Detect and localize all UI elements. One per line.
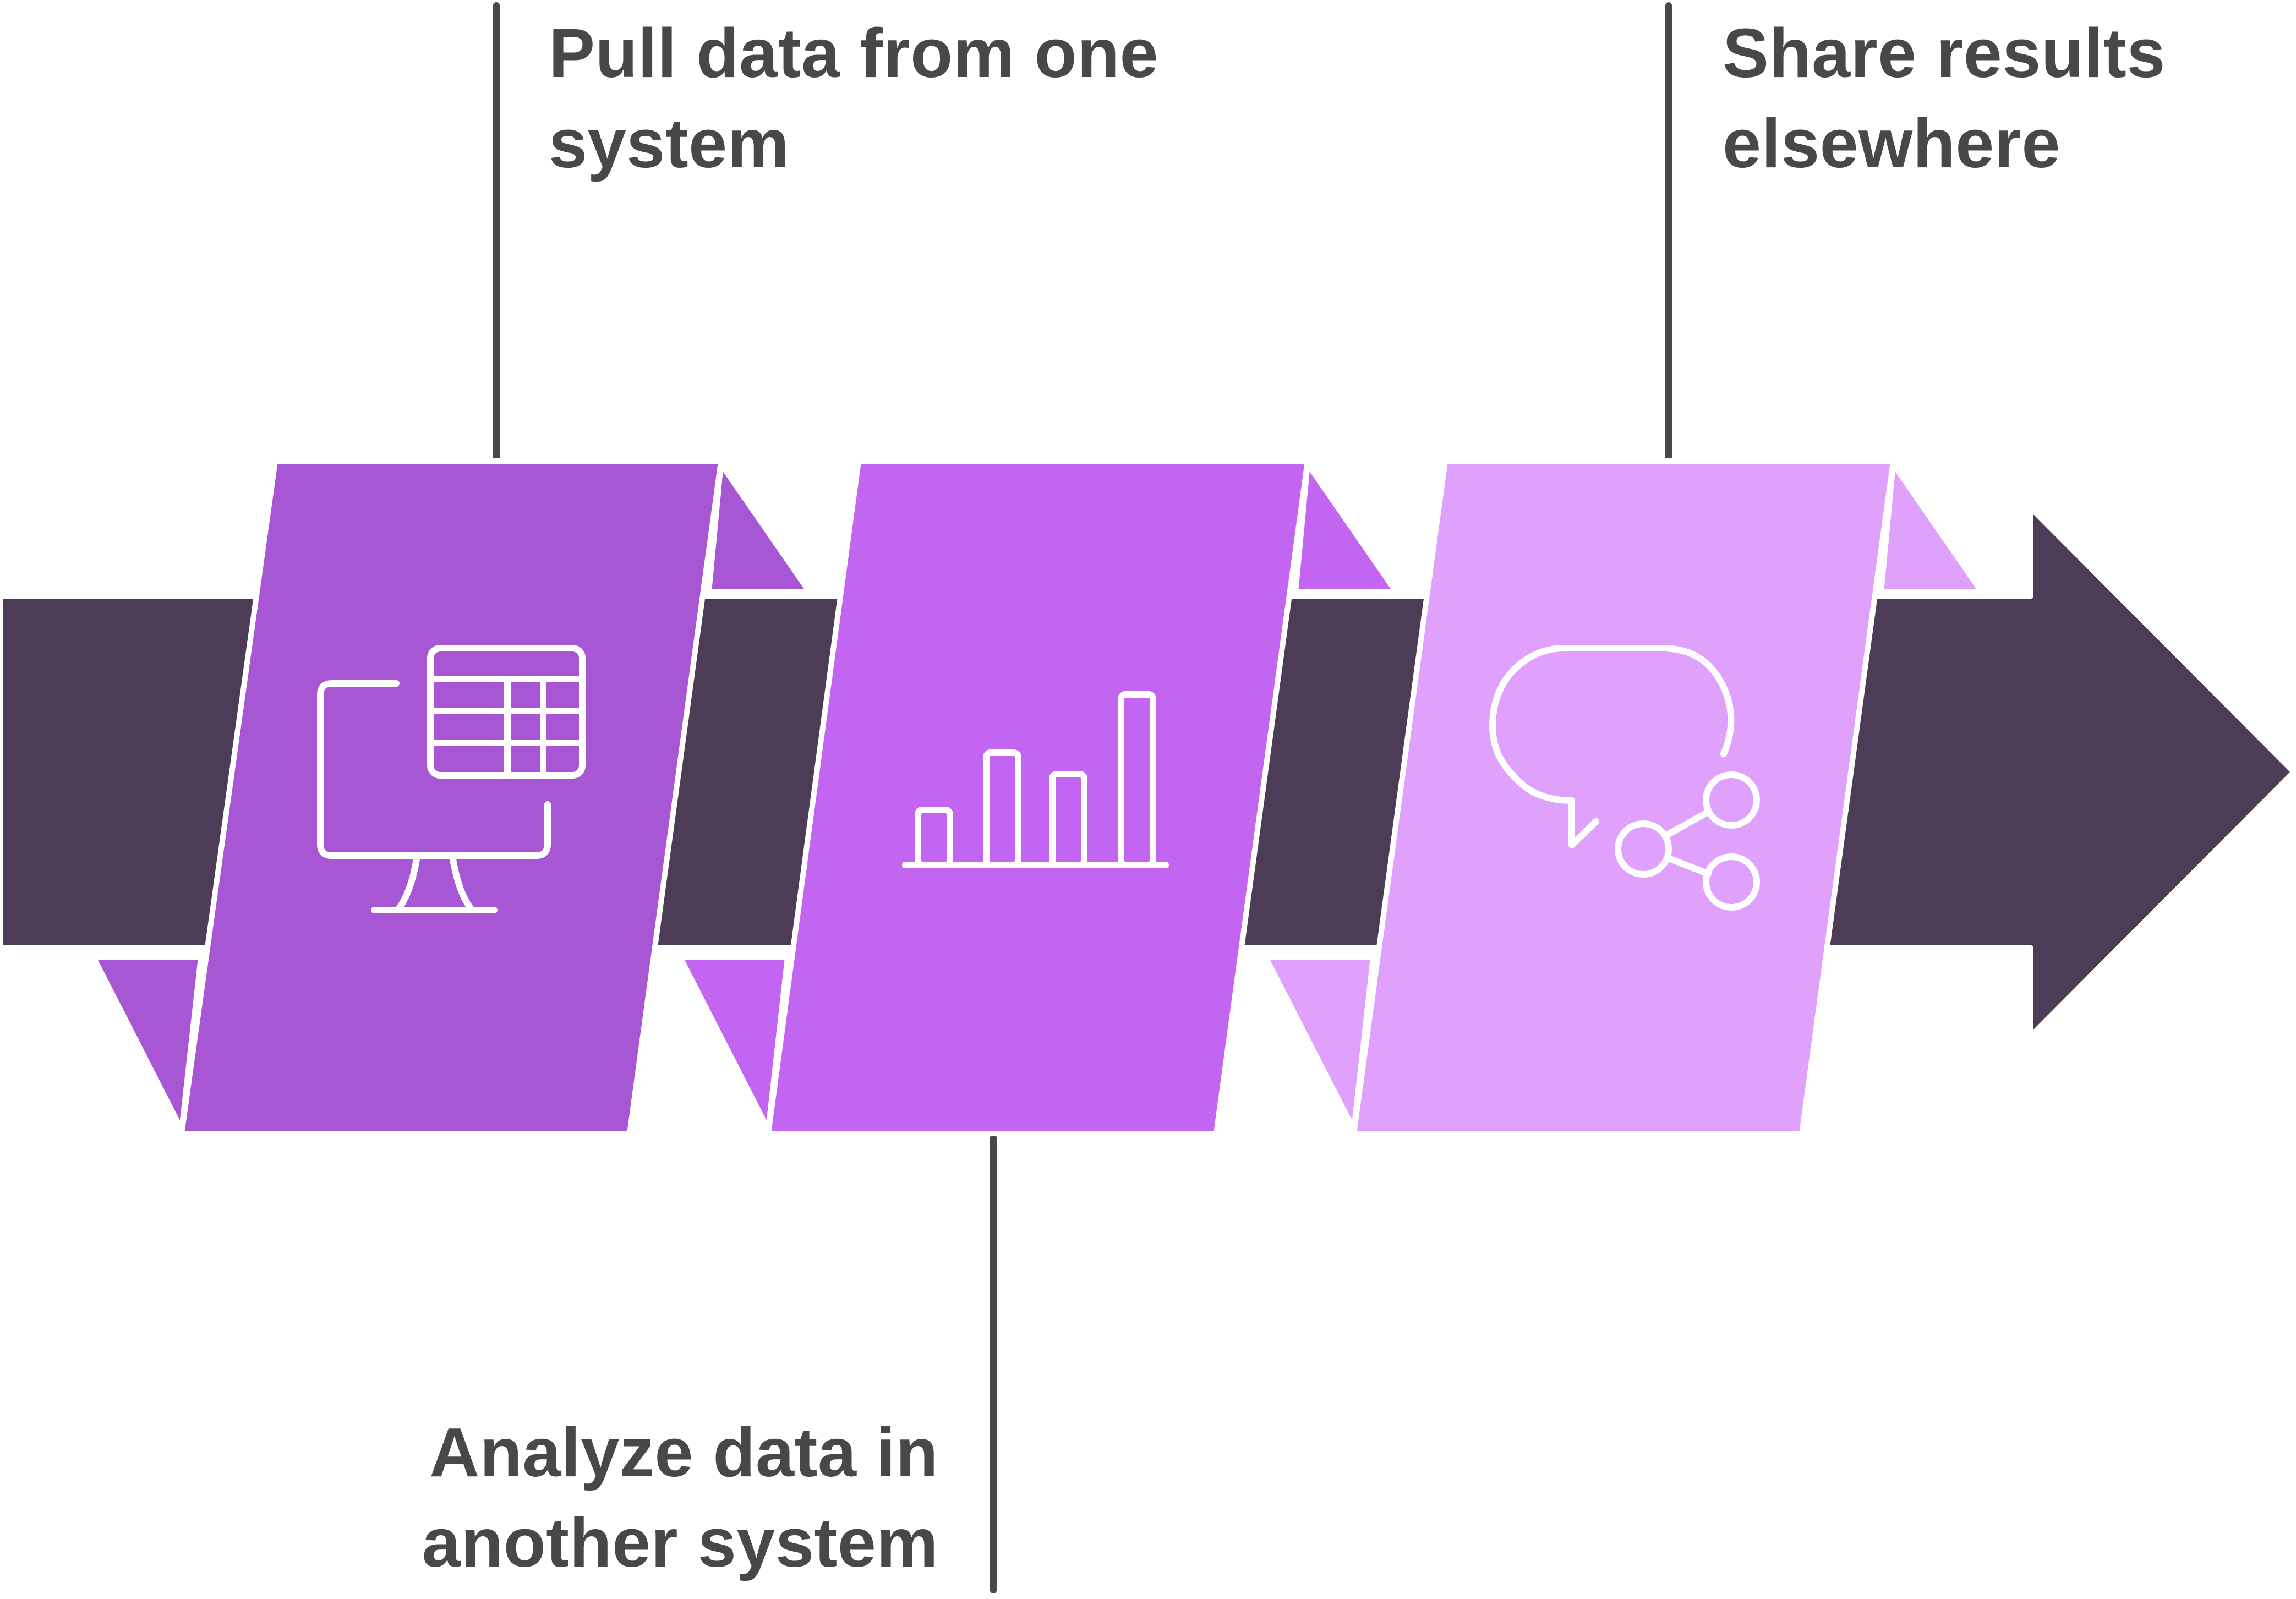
- step-1-label-line-2: system: [549, 105, 790, 182]
- step-1-panel: [179, 458, 724, 1136]
- bar-chart-icon: [902, 691, 1169, 868]
- step-3-label-line-2: elsewhere: [1723, 105, 2060, 182]
- step-1-label: Pull data from one system: [549, 8, 1158, 189]
- step-3-block: [1263, 458, 1985, 1136]
- step-2-label-line-2: another system: [422, 1504, 938, 1581]
- step-2-label: Analyze data in another system: [352, 1408, 938, 1588]
- step-2-panel: [766, 458, 1310, 1136]
- step-1-fold-top: [706, 461, 812, 595]
- chat-share-icon: [1489, 645, 1760, 911]
- computer-spreadsheet-icon: [317, 645, 586, 913]
- step-3-panel: [1351, 458, 1896, 1136]
- step-1-fold-bottom: [91, 955, 204, 1132]
- step-3-fold-top: [1878, 461, 1985, 595]
- step-3-label-line-1: Share results: [1723, 14, 2166, 92]
- step-2-fold-top: [1293, 461, 1399, 595]
- step-3-label: Share results elsewhere: [1723, 8, 2166, 189]
- step-2-block: [677, 458, 1399, 1136]
- step-2-label-line-1: Analyze data in: [429, 1414, 938, 1491]
- step-1-block: [91, 458, 812, 1136]
- step-1-label-line-1: Pull data from one: [549, 14, 1159, 92]
